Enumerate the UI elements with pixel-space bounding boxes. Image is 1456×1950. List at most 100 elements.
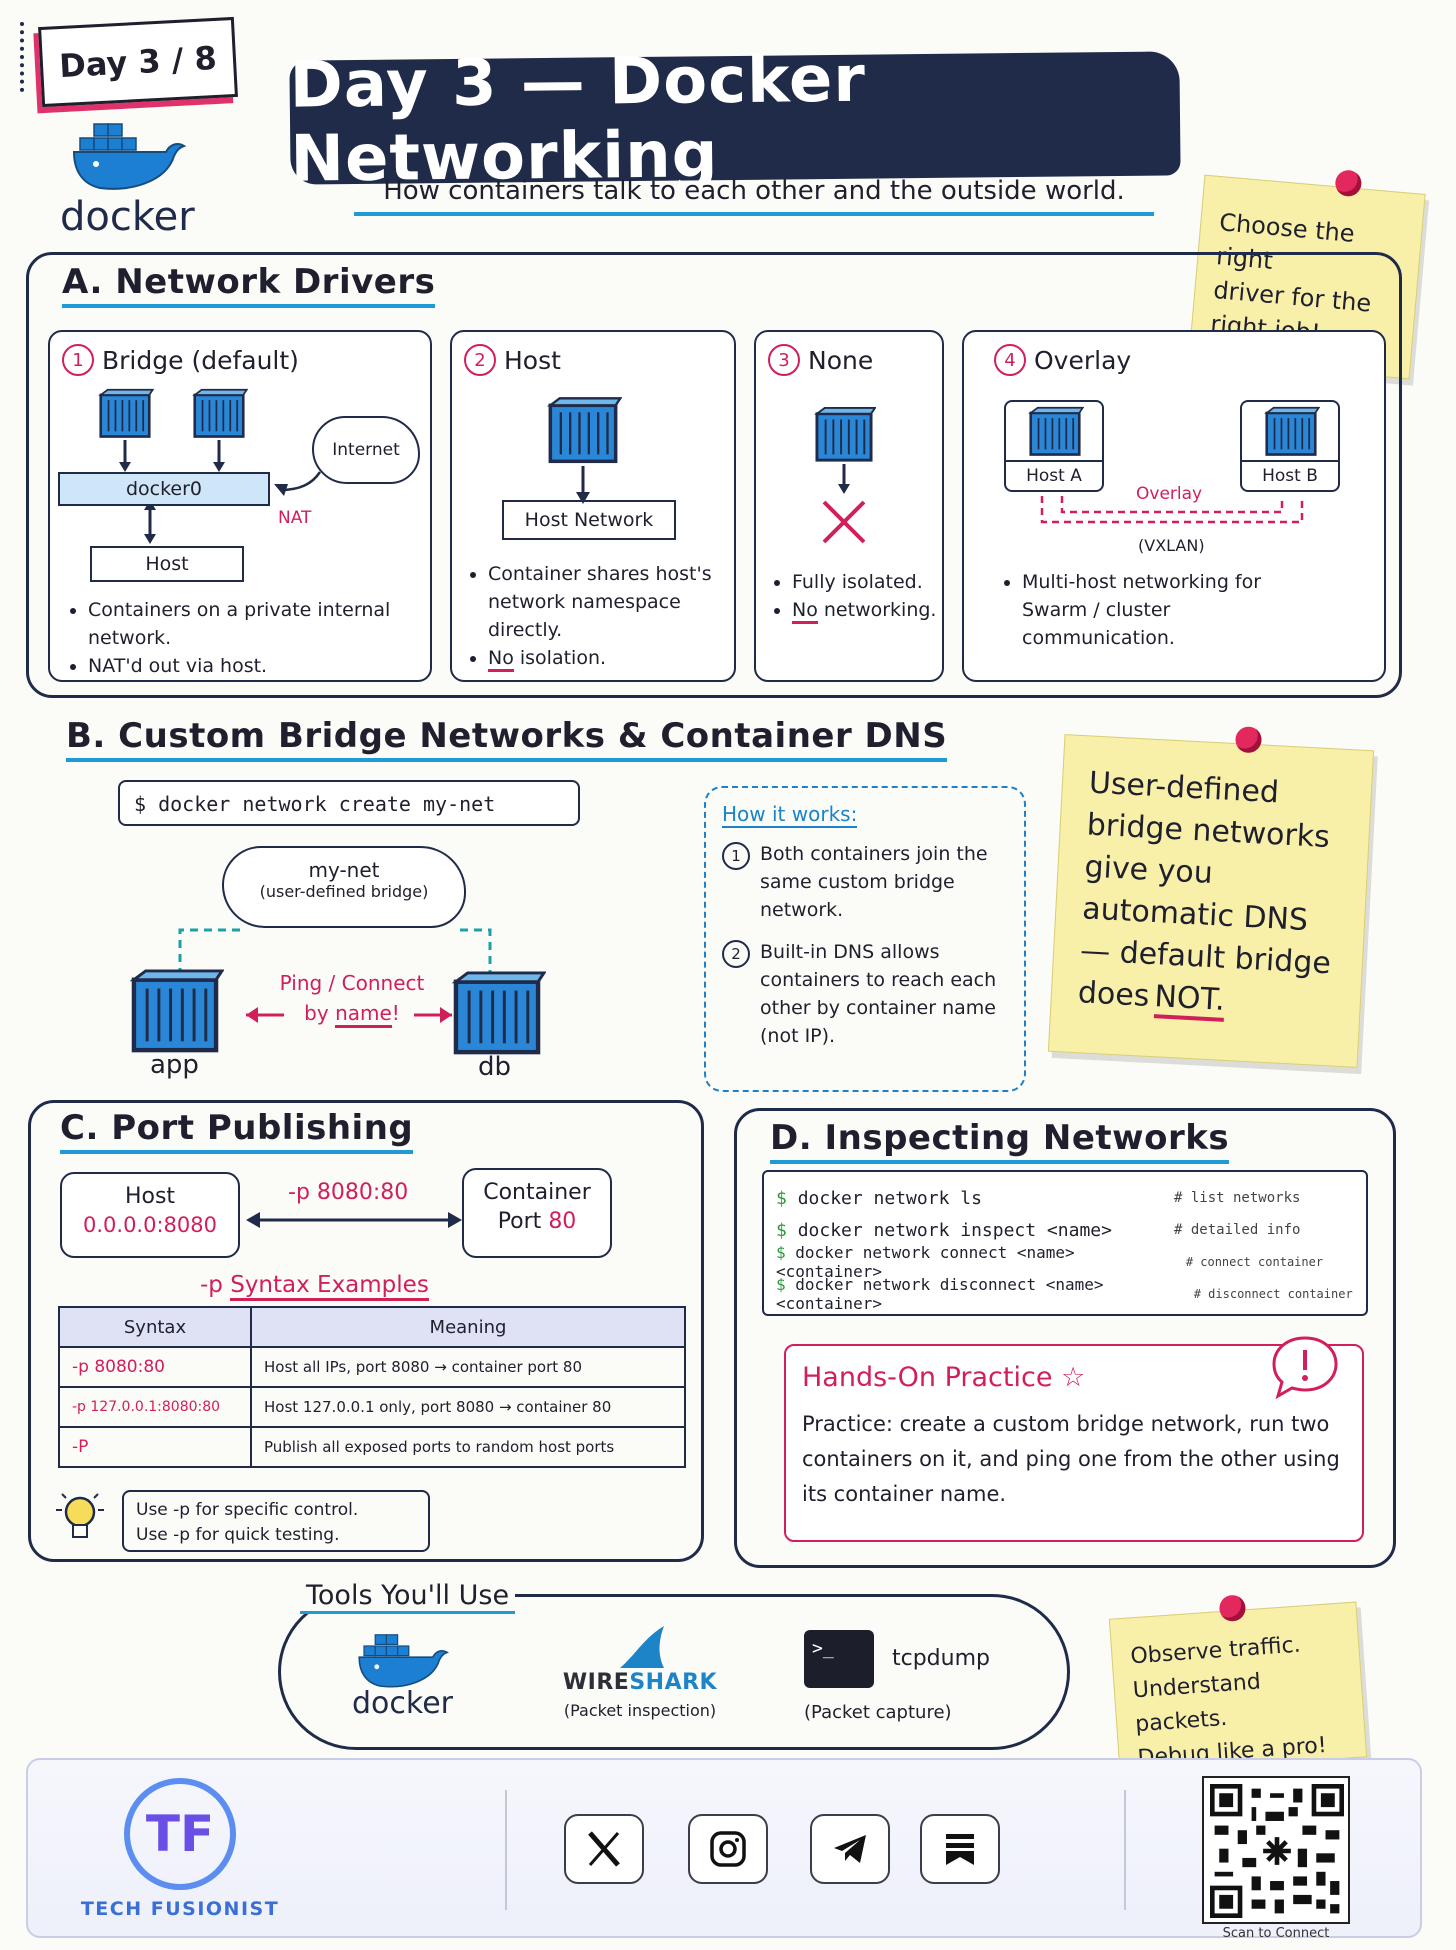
step-1-text: Both containers join the same custom bri…: [760, 843, 988, 921]
app-label: app: [150, 1050, 199, 1080]
overlay-bullets: Multi-host networking for Swarm / cluste…: [992, 568, 1292, 652]
none-title: None: [808, 345, 874, 375]
table-cell-syntax: -P: [58, 1426, 252, 1468]
overlay-number: 4: [994, 344, 1026, 376]
none-no-word: No: [792, 599, 818, 624]
tool-docker: docker: [350, 1630, 460, 1730]
qr-code-icon: [1210, 1784, 1344, 1918]
bridge-host-box: Host: [90, 546, 244, 582]
host-arrow: [576, 466, 590, 504]
none-blocked-icon: [822, 464, 866, 544]
scan-to-connect-label: Scan to Connect: [1222, 1926, 1330, 1941]
ping-connect-label: Ping / Connect by name!: [262, 968, 442, 1028]
pushpin-icon: [1334, 169, 1363, 198]
terminal-icon: >_: [804, 1630, 874, 1688]
docker-logo: docker: [56, 118, 196, 240]
overlay-bullet: Multi-host networking for Swarm / cluste…: [1022, 568, 1292, 652]
container-port-box: Container Port 80: [462, 1168, 612, 1258]
table-cell-meaning: Host all IPs, port 8080 → container port…: [250, 1346, 686, 1388]
how-it-works-box: How it works: 1 Both containers join the…: [704, 786, 1026, 1092]
bookmark-social-button[interactable]: [920, 1814, 1000, 1884]
publish-arrow: [246, 1212, 462, 1228]
section-d-title: D. Inspecting Networks: [770, 1118, 1230, 1164]
practice-title-text: Hands-On Practice: [802, 1362, 1053, 1393]
table-cell-syntax: -p 8080:80: [58, 1346, 252, 1388]
command-connect: docker network connect <name> <container…: [776, 1243, 1075, 1281]
newsletter-icon: [946, 1834, 974, 1865]
tool-wireshark: WIRESHARK (Packet inspection): [550, 1624, 730, 1734]
syntax-examples-title: -p Syntax Examples: [200, 1272, 429, 1301]
practice-text: Practice: create a custom bridge network…: [802, 1412, 1340, 1506]
host-network-label: Host Network: [524, 509, 654, 531]
command-inspect-comment: # detailed info: [1174, 1222, 1301, 1238]
port-word: Port: [497, 1209, 542, 1234]
command-disconnect-comment: # disconnect container: [1193, 1287, 1353, 1301]
footer-divider-left: [505, 1790, 507, 1910]
command-row: $ docker network connect <name> <contain…: [776, 1243, 1354, 1281]
create-network-command: $ docker network create my-net: [118, 780, 580, 826]
table-header-meaning: Meaning: [250, 1306, 686, 1348]
nat-label: NAT: [278, 508, 312, 528]
overlay-label: Overlay: [1136, 484, 1203, 504]
overlay-title: Overlay: [1034, 345, 1132, 375]
my-net-cloud: my-net (user-defined bridge): [222, 846, 466, 928]
bridge-bullets: Containers on a private internal network…: [50, 596, 410, 680]
host-number: 2: [464, 344, 496, 376]
tool-docker-label: docker: [352, 1686, 453, 1721]
none-container-icon: [812, 406, 876, 464]
host-port-box: Host 0.0.0.0:8080: [60, 1172, 240, 1258]
x-social-button[interactable]: [564, 1814, 644, 1884]
docker-logo-text: docker: [60, 194, 195, 240]
host-b-container-icon: [1262, 406, 1320, 458]
day-badge: Day 3 / 8: [38, 16, 238, 108]
bridge-driver-card: 1 Bridge (default) docker0 Internet NAT …: [48, 330, 432, 682]
step-2-text: Built-in DNS allows containers to reach …: [760, 941, 997, 1047]
host-no-word: No: [488, 647, 514, 672]
bridge-arrows: [119, 440, 322, 544]
container-port-label: Container: [483, 1180, 591, 1205]
none-bullet-2-rest: networking.: [817, 599, 937, 621]
table-row: -p 127.0.0.1:8080:80 Host 127.0.0.1 only…: [58, 1386, 686, 1428]
name-exclamation: !: [391, 1001, 400, 1025]
host-bullet-2: No isolation.: [488, 644, 724, 672]
syntax-table: Syntax Meaning -p 8080:80 Host all IPs, …: [58, 1306, 686, 1468]
command-inspect: docker network inspect <name>: [797, 1219, 1112, 1241]
table-row: -p 8080:80 Host all IPs, port 8080 → con…: [58, 1346, 686, 1388]
telegram-social-button[interactable]: [810, 1814, 890, 1884]
section-c-title: C. Port Publishing: [60, 1108, 414, 1154]
bridge-bullet-2: NAT'd out via host.: [88, 652, 410, 680]
docker0-bridge: docker0: [58, 472, 270, 506]
ping-line: Ping / Connect: [279, 971, 425, 995]
host-container-icon: [544, 396, 622, 466]
section-inspecting-networks: [734, 1108, 1396, 1568]
instagram-social-button[interactable]: [688, 1814, 768, 1884]
host-a-node: Host A: [1004, 400, 1104, 492]
table-header-syntax: Syntax: [58, 1306, 252, 1348]
tools-panel: [278, 1594, 1070, 1750]
host-bullet-1: Container shares host's network namespac…: [488, 560, 724, 644]
section-port-publishing: [28, 1100, 704, 1562]
sticky2-text: User-defined bridge networks give you au…: [1077, 765, 1332, 1014]
command-ls-comment: # list networks: [1174, 1190, 1301, 1206]
qr-code[interactable]: [1202, 1776, 1350, 1924]
hands-on-practice-box: Hands-On Practice ☆ Practice: create a c…: [784, 1344, 1364, 1542]
bridge-bullet-1: Containers on a private internal network…: [88, 596, 410, 652]
lightbulb-icon: [56, 1493, 104, 1538]
inspect-commands-box: $ docker network ls # list networks $ do…: [762, 1170, 1368, 1316]
command-row: $ docker network ls # list networks: [776, 1182, 1354, 1214]
app-container-icon: [126, 968, 224, 1056]
db-label: db: [478, 1052, 512, 1082]
section-a-title: A. Network Drivers: [62, 262, 436, 308]
tip-line-2: Use -p for quick testing.: [136, 1525, 340, 1545]
none-bullet-1: Fully isolated.: [792, 568, 942, 596]
footer-brand: TF TECH FUSIONIST: [70, 1778, 290, 1928]
tf-monogram-text: TF: [145, 1805, 215, 1863]
step-2-number: 2: [722, 940, 750, 968]
command-row: $ docker network inspect <name> # detail…: [776, 1214, 1354, 1246]
tcpdump-caption: (Packet capture): [804, 1702, 952, 1723]
ping-arrows: [246, 1007, 452, 1023]
tip-box: Use -p for specific control. Use -p for …: [122, 1490, 430, 1552]
name-word: name: [335, 1001, 392, 1028]
bridge-number: 1: [62, 344, 94, 376]
command-row: $ docker network disconnect <name> <cont…: [776, 1275, 1353, 1313]
